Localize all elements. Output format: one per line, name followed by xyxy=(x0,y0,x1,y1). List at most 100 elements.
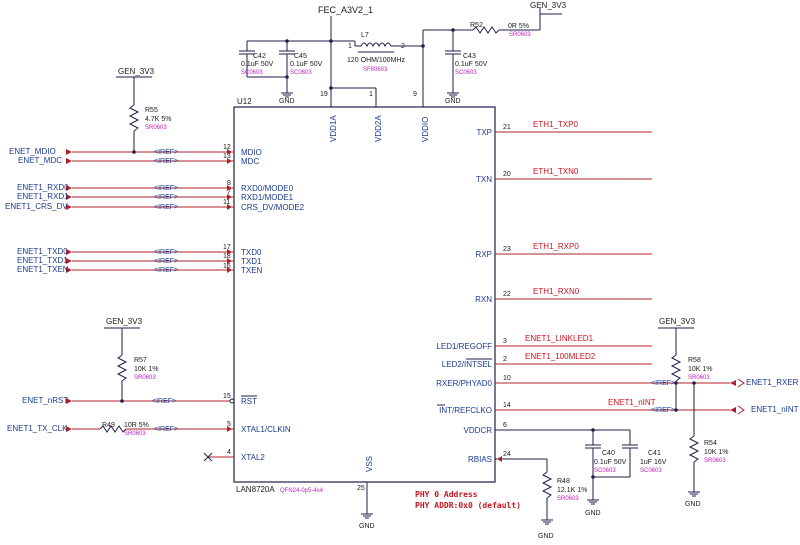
svg-text:R52: R52 xyxy=(470,22,483,29)
svg-text:14: 14 xyxy=(503,402,511,409)
svg-text:24: 24 xyxy=(503,451,511,458)
svg-text:C45: C45 xyxy=(294,53,307,60)
resistor-r58: GEN_3V3 R58 10K 1% SR0603 xyxy=(658,317,713,412)
svg-text:GEN_3V3: GEN_3V3 xyxy=(659,317,696,326)
ic-pin-num: 19 xyxy=(320,91,328,98)
svg-text:12: 12 xyxy=(223,144,231,151)
svg-text:25: 25 xyxy=(357,485,365,492)
capacitor-c43: C43 0.1uF 50V SC0603 GND xyxy=(445,30,488,105)
svg-text:12.1K 1%: 12.1K 1% xyxy=(557,487,587,494)
svg-text:20: 20 xyxy=(503,171,511,178)
svg-text:5: 5 xyxy=(227,421,231,428)
net-label: ENET1_TXEN xyxy=(17,265,69,274)
svg-text:XTAL2: XTAL2 xyxy=(241,453,265,462)
svg-text:10K 1%: 10K 1% xyxy=(134,366,159,373)
iref-tag: <IREF> xyxy=(154,267,178,274)
svg-text:CRS_DV/MODE2: CRS_DV/MODE2 xyxy=(241,203,305,212)
right-nets: ETH1_TXP0 ETH1_TXN0 ETH1_RXP0 ETH1_RXN0 … xyxy=(495,120,799,462)
svg-text:GND: GND xyxy=(538,533,554,540)
svg-text:C40: C40 xyxy=(602,450,615,457)
svg-text:10K 1%: 10K 1% xyxy=(688,366,713,373)
svg-text:RXER/PHYAD0: RXER/PHYAD0 xyxy=(436,379,492,388)
svg-text:TXEN: TXEN xyxy=(241,266,263,275)
svg-text:1: 1 xyxy=(348,43,352,50)
left-pin-labels: MDIO MDC RXD0/MODE0 RXD1/MODE1 CRS_DV/MO… xyxy=(223,144,305,462)
svg-text:SC0603: SC0603 xyxy=(594,468,616,474)
net-label: ENET1_TX_CLK xyxy=(7,424,68,433)
svg-text:RXD1/MODE1: RXD1/MODE1 xyxy=(241,193,294,202)
svg-text:6: 6 xyxy=(503,422,507,429)
resistor-r48: GND R48 12.1K 1% SR0603 xyxy=(538,459,587,540)
iref-tag: <IREF> xyxy=(154,149,178,156)
svg-text:4.7K 5%: 4.7K 5% xyxy=(145,116,171,123)
svg-text:C43: C43 xyxy=(463,53,476,60)
svg-text:VSS: VSS xyxy=(365,456,374,472)
resistor-r57: GEN_3V3 R57 10K 1% SR0603 xyxy=(104,317,159,403)
svg-text:RXN: RXN xyxy=(475,295,492,304)
svg-text:11: 11 xyxy=(223,199,230,206)
svg-text:13: 13 xyxy=(223,153,231,160)
left-nets: ENET_MDIO ENET_MDC ENET1_RXD0 ENET1_RXD1… xyxy=(5,147,235,462)
svg-text:22: 22 xyxy=(503,291,511,298)
svg-text:GND: GND xyxy=(445,98,461,105)
inductor-l7: L7 1 2 120 OHM/100MHz SF80603 xyxy=(347,32,423,73)
svg-text:LED1/REGOFF: LED1/REGOFF xyxy=(436,342,492,351)
net-label: ENET1_100MLED2 xyxy=(525,352,596,361)
svg-text:16: 16 xyxy=(223,263,231,270)
svg-text:3: 3 xyxy=(503,338,507,345)
svg-text:C41: C41 xyxy=(648,450,661,457)
net-label: ETH1_RXP0 xyxy=(533,242,579,251)
svg-text:120 OHM/100MHz: 120 OHM/100MHz xyxy=(347,57,405,64)
svg-text:RST: RST xyxy=(241,397,257,406)
svg-text:L7: L7 xyxy=(361,32,369,39)
svg-text:SC0603: SC0603 xyxy=(290,70,312,76)
svg-text:10K 1%: 10K 1% xyxy=(704,449,729,456)
ic-lan8720a: U12 LAN8720A QFN24-0p5-4x4 VDD1A VDD2A V… xyxy=(233,97,496,494)
phy-address-default-note: PHY ADDR:0x0 (default) xyxy=(415,501,521,510)
resistor-r49: R49 10R 5% SR0603 xyxy=(99,422,149,437)
svg-text:SR0603: SR0603 xyxy=(145,125,167,131)
svg-text:TXD0: TXD0 xyxy=(241,248,262,257)
net-label: ETH1_RXN0 xyxy=(533,287,580,296)
svg-text:SR0603: SR0603 xyxy=(124,431,146,437)
svg-text:XTAL1/CLKIN: XTAL1/CLKIN xyxy=(241,425,291,434)
iref-tag: <IREF> xyxy=(154,185,178,192)
svg-text:C42: C42 xyxy=(253,53,266,60)
svg-text:0.1uF 50V: 0.1uF 50V xyxy=(594,459,627,466)
ic-pin-num: 9 xyxy=(413,91,417,98)
svg-text:SR0603: SR0603 xyxy=(509,32,531,38)
svg-text:LED2/INTSEL: LED2/INTSEL xyxy=(442,360,493,369)
svg-text:SR0603: SR0603 xyxy=(557,496,579,502)
svg-text:R54: R54 xyxy=(704,440,717,447)
svg-text:1uF 16V: 1uF 16V xyxy=(640,459,667,466)
svg-text:GEN_3V3: GEN_3V3 xyxy=(118,67,155,76)
svg-text:VDDIO: VDDIO xyxy=(421,117,430,142)
svg-text:GEN_3V3: GEN_3V3 xyxy=(106,317,143,326)
svg-text:QFN24-0p5-4x4: QFN24-0p5-4x4 xyxy=(280,488,324,494)
svg-text:TXP: TXP xyxy=(476,128,492,137)
capacitor-c45: C45 0.1uF 50V SC0603 xyxy=(279,41,323,93)
svg-text:SC0603: SC0603 xyxy=(640,468,662,474)
offsheet-label: ENET1_RXER xyxy=(746,378,799,387)
svg-text:21: 21 xyxy=(503,124,511,131)
svg-text:MDIO: MDIO xyxy=(241,148,262,157)
svg-text:10R 5%: 10R 5% xyxy=(124,422,149,429)
svg-text:R49: R49 xyxy=(102,422,115,429)
svg-text:VDD1A: VDD1A xyxy=(329,115,338,142)
svg-text:0.1uF 50V: 0.1uF 50V xyxy=(241,61,274,68)
svg-text:TXN: TXN xyxy=(476,175,492,184)
svg-text:RXP: RXP xyxy=(476,250,492,259)
svg-text:SR0603: SR0603 xyxy=(134,375,156,381)
net-label: ENET_nRST xyxy=(22,396,68,405)
svg-text:GND: GND xyxy=(279,98,295,105)
net-label: ENET1_LINKLED1 xyxy=(525,334,594,343)
iref-tag: <IREF> xyxy=(152,398,176,405)
svg-text:0.1uF 50V: 0.1uF 50V xyxy=(290,61,323,68)
svg-text:RXD0/MODE0: RXD0/MODE0 xyxy=(241,184,294,193)
right-pin-labels: TXP TXN RXP RXN LED1/REGOFF LED2/INTSEL … xyxy=(436,124,511,464)
svg-text:8: 8 xyxy=(227,180,231,187)
resistor-r52: R52 0R 5% SR0603 xyxy=(470,8,562,38)
net-label: ENET1_TXD0 xyxy=(17,247,68,256)
svg-text:R48: R48 xyxy=(557,478,570,485)
svg-text:4: 4 xyxy=(227,449,231,456)
